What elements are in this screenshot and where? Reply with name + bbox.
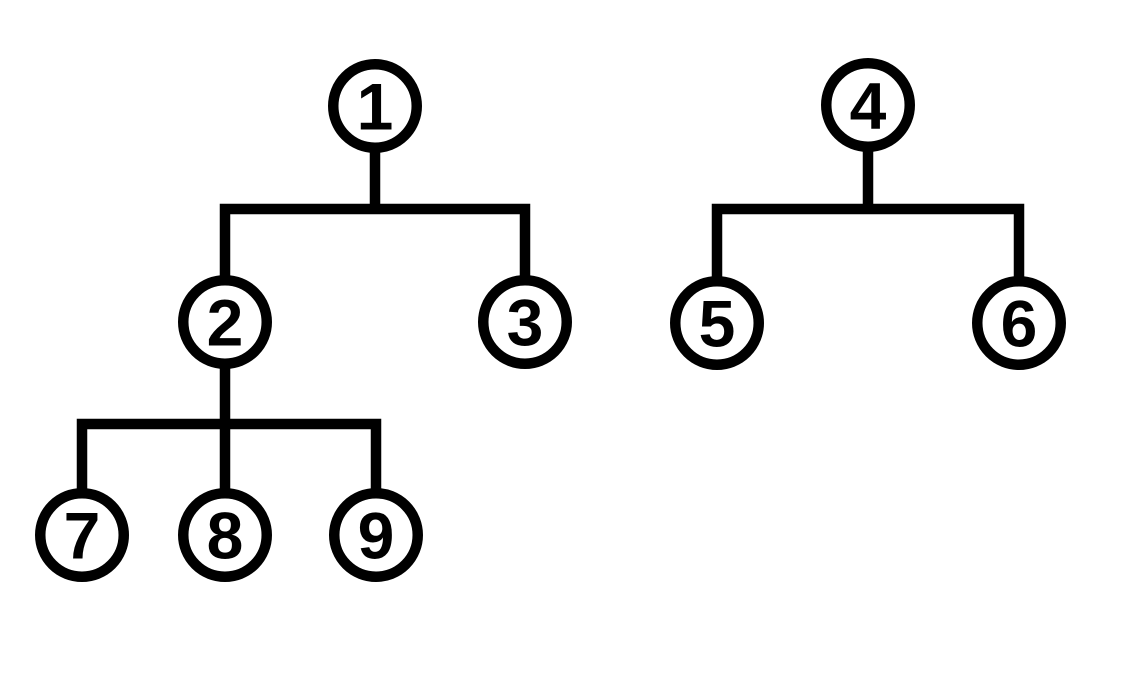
node-2: 2: [178, 275, 272, 369]
edge-2-7: [76, 418, 225, 489]
node-circle-2: [178, 275, 272, 369]
node-label-9: 9: [358, 498, 395, 572]
node-circle-6: [972, 276, 1066, 370]
node-circle-9: [329, 488, 423, 582]
edge-2-9: [225, 418, 382, 489]
node-5: 5: [670, 276, 764, 370]
node-6: 6: [972, 276, 1066, 370]
node-label-1: 1: [357, 69, 394, 143]
edge-1-3: [375, 203, 531, 276]
node-circle-7: [35, 488, 129, 582]
node-label-4: 4: [850, 68, 887, 142]
node-9: 9: [329, 488, 423, 582]
edge-1-2: [219, 203, 375, 276]
node-label-6: 6: [1001, 286, 1038, 360]
node-circle-8: [178, 488, 272, 582]
node-label-2: 2: [207, 285, 244, 359]
node-8: 8: [178, 488, 272, 582]
node-circle-3: [478, 275, 572, 369]
node-4: 4: [821, 58, 915, 152]
node-7: 7: [35, 488, 129, 582]
node-circle-5: [670, 276, 764, 370]
node-label-8: 8: [207, 498, 244, 572]
node-1: 1: [328, 59, 422, 153]
node-label-7: 7: [64, 498, 101, 572]
node-3: 3: [478, 275, 572, 369]
node-label-5: 5: [699, 286, 736, 360]
node-circle-4: [821, 58, 915, 152]
edge-4-6: [868, 203, 1025, 277]
edges-layer: [76, 151, 1025, 489]
node-circle-1: [328, 59, 422, 153]
node-label-3: 3: [507, 285, 544, 359]
nodes-layer: 1 2 3 4 5 6 7 8 9: [35, 58, 1066, 582]
edge-4-5: [711, 203, 868, 277]
